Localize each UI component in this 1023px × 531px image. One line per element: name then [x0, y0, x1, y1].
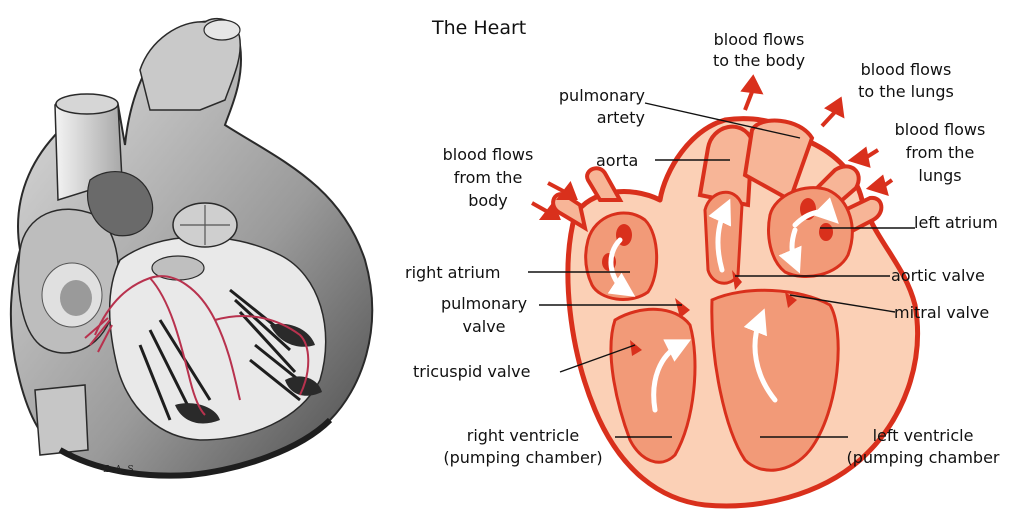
label-left-atrium: left atrium [914, 213, 998, 232]
label-aortic-valve: aortic valve [891, 266, 985, 285]
label-mitral-valve: mitral valve [894, 303, 989, 322]
label-right-ventricle: right ventricle(pumping chamber) [443, 426, 602, 467]
diagram-title: The Heart [431, 17, 526, 39]
label-right-atrium: right atrium [405, 263, 501, 282]
leader-lines [528, 102, 915, 438]
label-aorta: aorta [596, 151, 638, 170]
engraver-signature: E. A. S. [103, 465, 136, 475]
heart-diagram [531, 74, 920, 509]
anatomical-engraving: E. A. S. [9, 18, 374, 479]
label-tricuspid-valve: tricuspid valve [413, 362, 530, 381]
label-left-ventricle: left ventricle(pumping chamber [846, 426, 999, 467]
